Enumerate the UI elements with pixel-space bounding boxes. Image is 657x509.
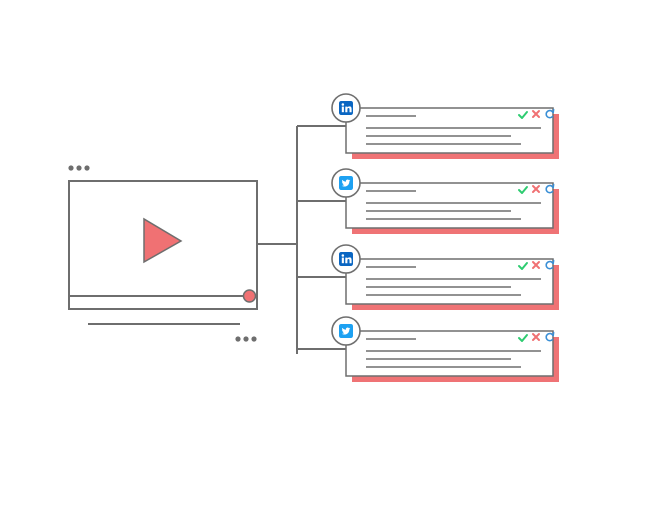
connector-tree	[257, 126, 298, 354]
approve-icon[interactable]	[518, 334, 528, 342]
card-body[interactable]	[345, 330, 554, 377]
refresh-arrowhead	[550, 331, 555, 337]
approve-icon[interactable]	[518, 111, 528, 119]
card-body[interactable]	[345, 258, 554, 305]
video-player	[68, 165, 258, 342]
card-body[interactable]	[345, 107, 554, 154]
reject-icon[interactable]	[532, 110, 540, 118]
reject-icon[interactable]	[532, 261, 540, 269]
refresh-arrowhead	[550, 259, 555, 265]
reject-icon[interactable]	[532, 333, 540, 341]
post-card-linkedin[interactable]	[297, 93, 559, 159]
post-card-twitter[interactable]	[297, 168, 559, 234]
post-card-linkedin[interactable]	[297, 244, 559, 310]
post-cards	[297, 93, 559, 382]
twitter-icon	[339, 324, 353, 338]
linkedin-icon	[339, 101, 353, 115]
refresh-arrowhead	[550, 183, 555, 189]
approve-icon[interactable]	[518, 186, 528, 194]
card-body[interactable]	[345, 182, 554, 229]
approve-icon[interactable]	[518, 262, 528, 270]
more-options-icon[interactable]	[235, 336, 257, 342]
refresh-arrowhead	[550, 108, 555, 114]
reject-icon[interactable]	[532, 185, 540, 193]
play-triangle-icon[interactable]	[143, 217, 183, 264]
more-options-icon[interactable]	[68, 165, 90, 171]
linkedin-icon	[339, 252, 353, 266]
progress-knob[interactable]	[242, 289, 257, 303]
twitter-icon	[339, 176, 353, 190]
post-card-twitter[interactable]	[297, 316, 559, 382]
